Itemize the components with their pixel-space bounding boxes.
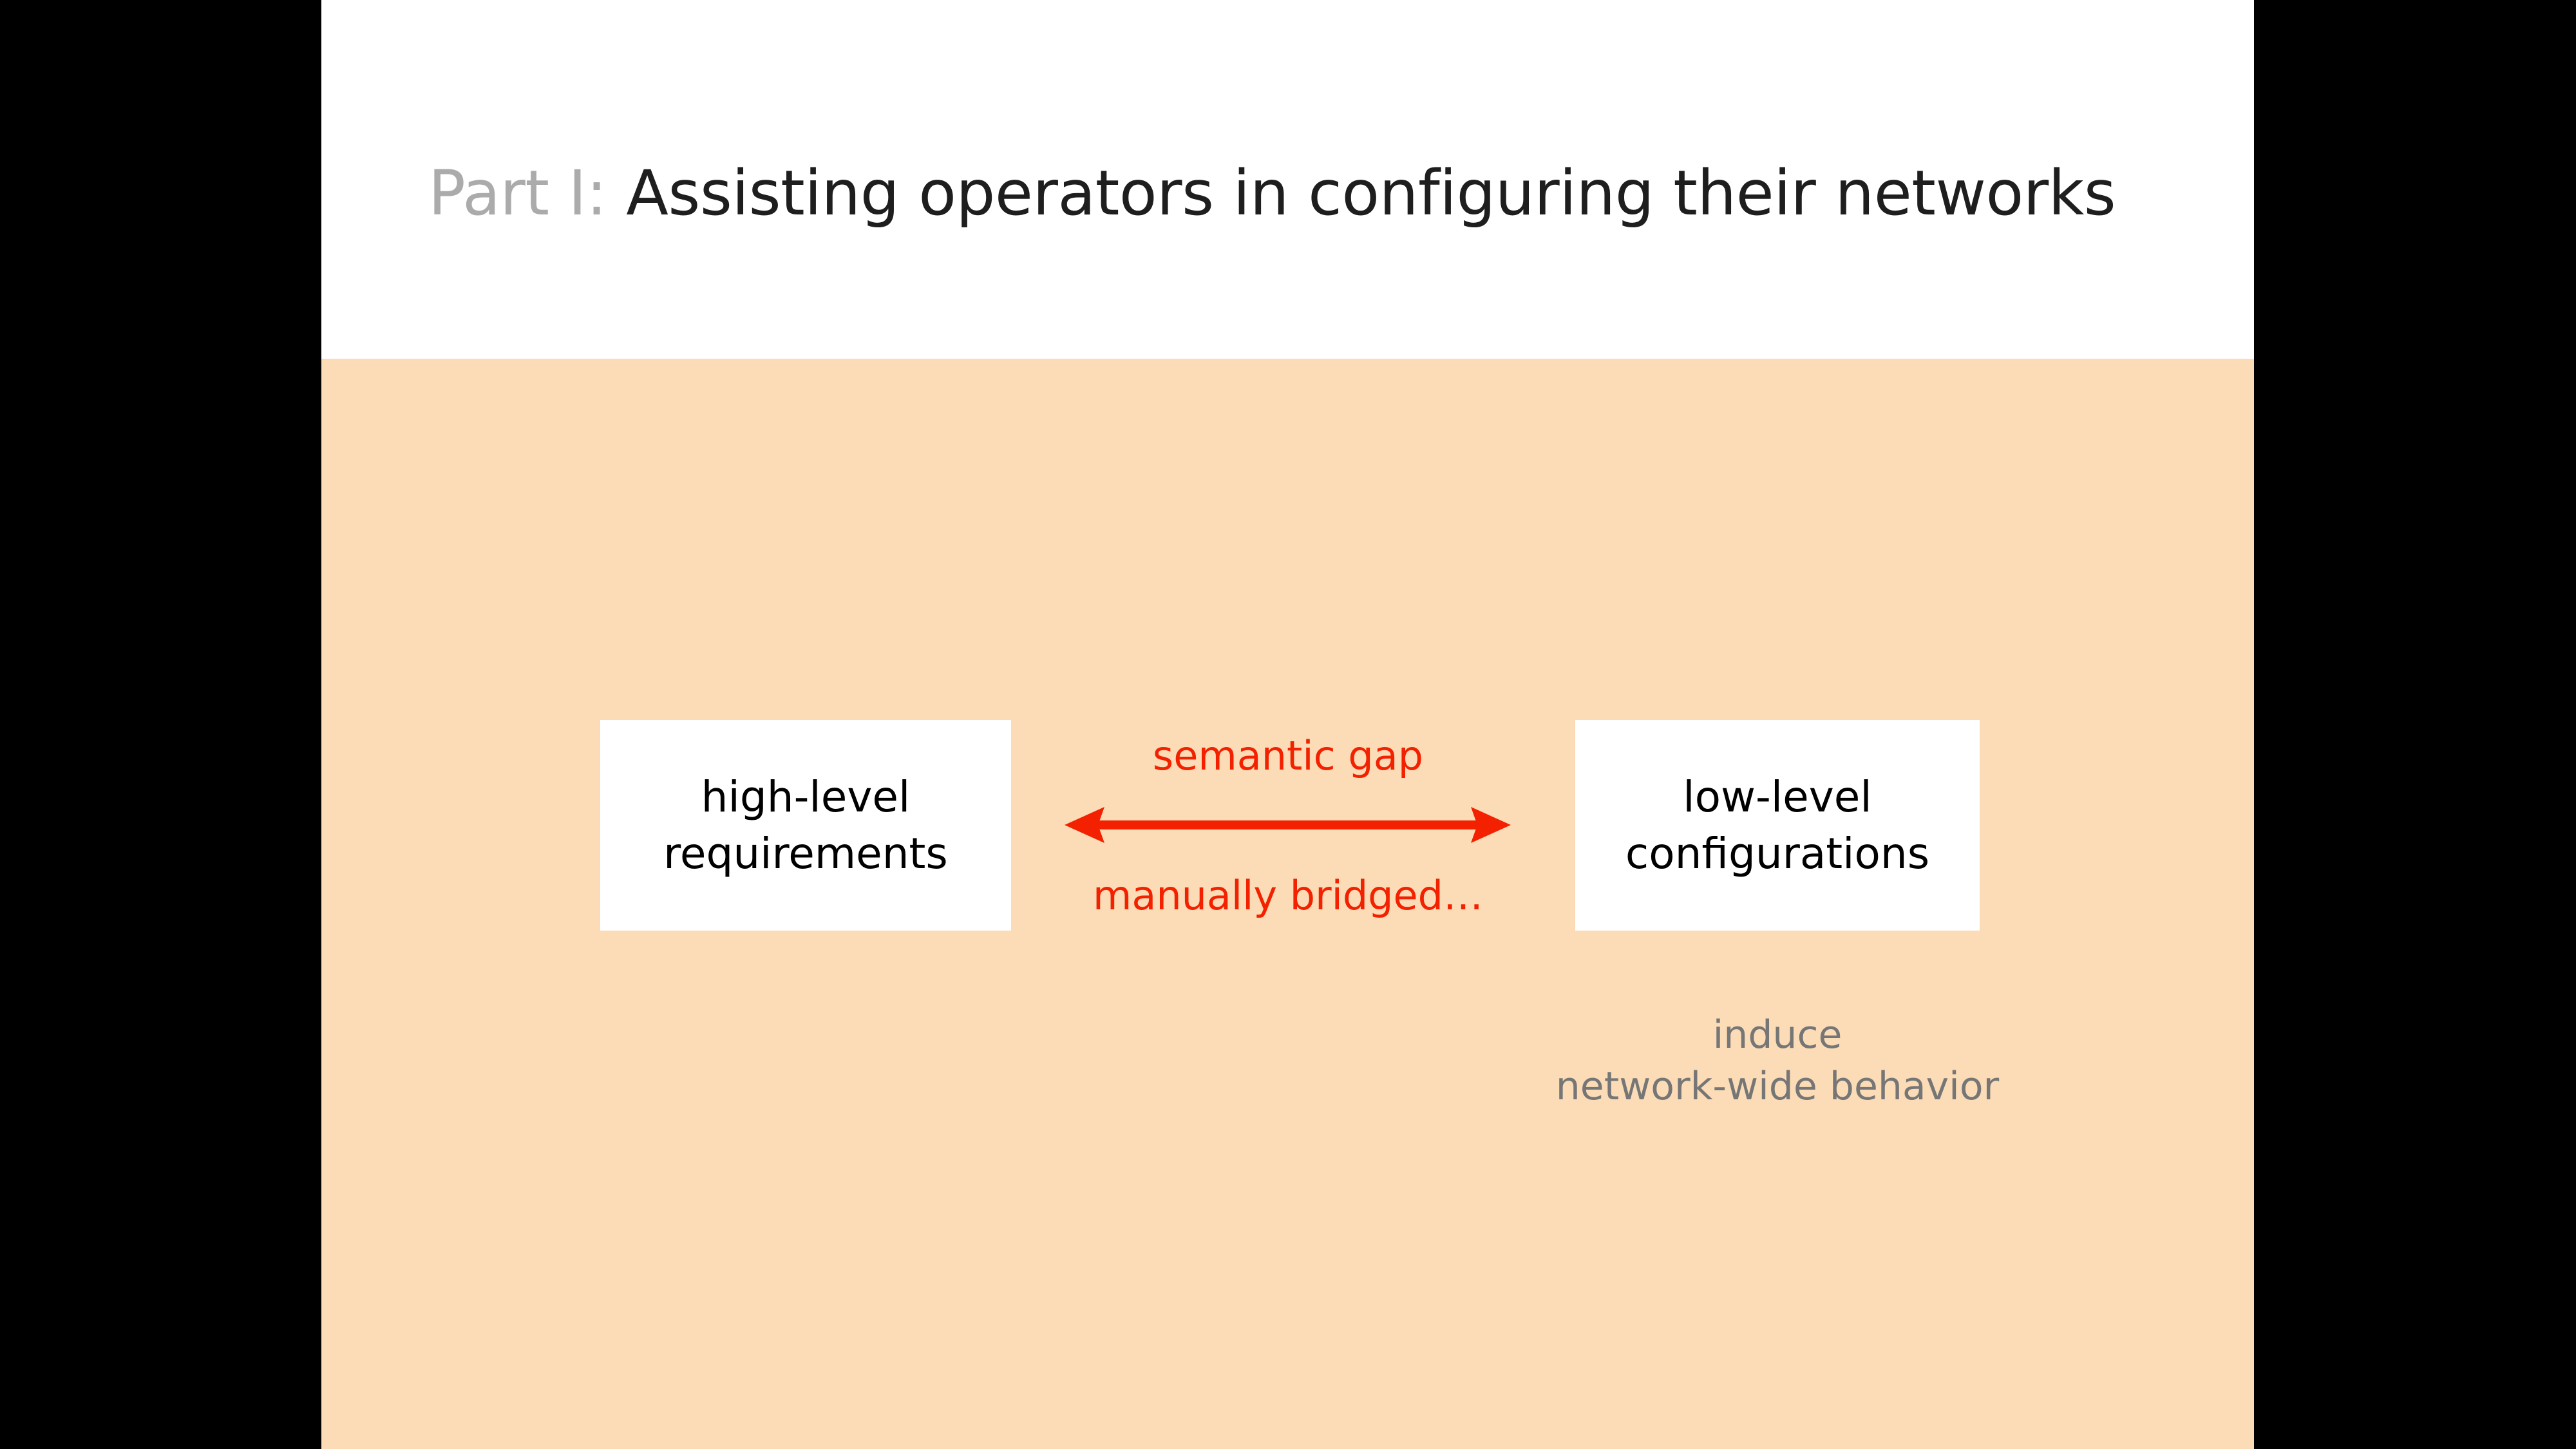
concept-box-left-line2: requirements	[663, 828, 948, 878]
letterbox-bar-left	[0, 0, 321, 1449]
caption-line2: network-wide behavior	[1555, 1063, 2000, 1109]
caption-line1: induce	[1712, 1012, 1842, 1057]
title-part-prefix: Part I:	[428, 157, 627, 229]
concept-box-high-level-requirements: high-level requirements	[600, 720, 1011, 931]
concept-box-right-line1: low-level	[1683, 772, 1872, 822]
concept-box-left-line1: high-level	[701, 772, 911, 822]
bidirectional-arrow-svg	[1065, 807, 1511, 843]
letterbox-bar-right	[2254, 0, 2576, 1449]
concept-box-right-line2: configurations	[1625, 828, 1930, 878]
manually-bridged-label: manually bridged…	[1092, 872, 1484, 919]
presentation-slide: Part I: Assisting operators in configuri…	[321, 0, 2254, 1449]
semantic-gap-label: semantic gap	[1152, 732, 1424, 779]
title-main-text: Assisting operators in configuring their…	[626, 157, 2116, 229]
bidirectional-arrow-icon	[1061, 797, 1515, 853]
concept-box-low-level-configurations: low-level configurations	[1575, 720, 1980, 931]
slide-header-band	[321, 0, 2254, 359]
page-title: Part I: Assisting operators in configuri…	[428, 162, 2167, 224]
induce-network-behavior-caption: induce network-wide behavior	[1520, 1010, 2035, 1113]
